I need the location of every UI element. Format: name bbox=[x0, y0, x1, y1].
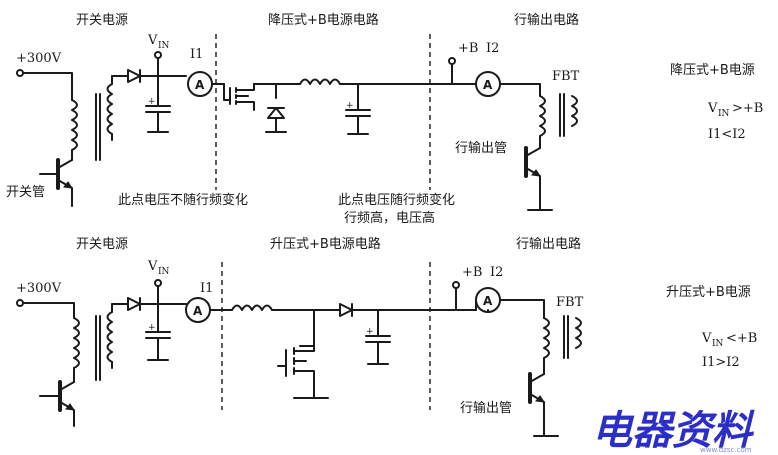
label-i1-top: I1 bbox=[190, 47, 203, 62]
primary-coil-bottom bbox=[73, 317, 80, 369]
label-vin-sub-bottom: IN bbox=[158, 267, 170, 277]
primary-coil-top bbox=[71, 99, 78, 151]
label-hout-tube-bottom: 行输出管 bbox=[460, 400, 512, 416]
buck-side-notes: 降压式+B电源 V IN >+B I1<I2 bbox=[670, 63, 763, 142]
capacitor-c2-bottom bbox=[365, 309, 391, 365]
terminal-b-top bbox=[448, 57, 456, 65]
note-voltage-higher: 行频高，电压高 bbox=[344, 210, 435, 226]
note-voltage-fixed: 此点电压不随行频变化 bbox=[118, 192, 248, 208]
label-b-top: +B bbox=[458, 41, 478, 56]
side-title-boost: 升压式+B电源 bbox=[666, 285, 751, 300]
label-buck-circuit: 降压式+B电源电路 bbox=[268, 12, 379, 28]
fbt-core-bottom bbox=[563, 315, 569, 359]
svg-text:IN: IN bbox=[712, 339, 724, 349]
svg-text:A: A bbox=[193, 304, 203, 318]
label-switch-supply-bottom: 开关电源 bbox=[76, 237, 128, 252]
buck-circuit: 开关电源 降压式+B电源电路 行输出电路 +300V V IN I1 +B I2… bbox=[6, 12, 580, 226]
label-vin-top: V bbox=[147, 33, 158, 48]
mosfet-switch-bottom bbox=[285, 345, 315, 383]
label-switch-supply-top: 开关电源 bbox=[76, 13, 128, 28]
svg-text:+: + bbox=[346, 101, 354, 111]
watermark-url: www.dzsc.com bbox=[700, 446, 752, 454]
side-relation-current-bottom: I1>I2 bbox=[702, 355, 740, 370]
capacitor-c2-top bbox=[345, 83, 371, 135]
label-b-bottom: +B bbox=[462, 265, 482, 280]
inductor-bottom bbox=[231, 304, 273, 311]
watermark: 电器资料 www.dzsc.com bbox=[592, 407, 755, 454]
secondary-coil-bottom bbox=[106, 311, 113, 363]
label-i2-top: I2 bbox=[486, 41, 499, 56]
transformer-core-bottom bbox=[95, 315, 101, 381]
freewheel-diode-top bbox=[267, 83, 285, 133]
inductor-top bbox=[299, 78, 341, 85]
terminal-vin-top bbox=[154, 51, 162, 59]
label-hout-circuit-bottom: 行输出电路 bbox=[516, 236, 581, 252]
svg-text:+: + bbox=[148, 97, 156, 107]
fbt-core-top bbox=[559, 93, 565, 137]
label-hout-circuit-top: 行输出电路 bbox=[514, 12, 579, 28]
rectifier-diode-top bbox=[127, 69, 141, 83]
label-hout-tube-top: 行输出管 bbox=[455, 140, 507, 156]
label-vin-sub-top: IN bbox=[158, 41, 170, 51]
svg-text:V: V bbox=[701, 331, 712, 346]
fbt-coil-bottom bbox=[543, 317, 550, 359]
svg-text:+: + bbox=[148, 323, 156, 333]
svg-text:V: V bbox=[707, 101, 718, 116]
note-voltage-follows: 此点电压随行频变化 bbox=[338, 192, 455, 208]
secondary-coil-top bbox=[106, 83, 113, 135]
boost-diode-bottom bbox=[339, 303, 353, 317]
svg-text:IN: IN bbox=[718, 109, 730, 119]
terminal-vin-bottom bbox=[154, 279, 162, 287]
label-vin-bottom: V bbox=[147, 259, 158, 274]
label-boost-circuit: 升压式+B电源电路 bbox=[270, 236, 381, 252]
svg-text:A: A bbox=[483, 294, 493, 308]
label-300v-top: +300V bbox=[16, 51, 62, 66]
capacitor-c1-bottom bbox=[145, 303, 171, 361]
fbt-coil-top bbox=[539, 95, 546, 137]
side-relation-current-top: I1<I2 bbox=[708, 127, 746, 142]
svg-text:+: + bbox=[366, 327, 374, 337]
side-title-buck: 降压式+B电源 bbox=[670, 63, 755, 78]
terminal-b-bottom bbox=[452, 281, 460, 289]
transformer-core-top bbox=[95, 93, 101, 161]
rectifier-diode-bottom bbox=[127, 297, 141, 311]
label-switch-tube: 开关管 bbox=[6, 185, 45, 200]
boost-circuit: 开关电源 升压式+B电源电路 行输出电路 +300V V IN I1 +B I2… bbox=[16, 236, 584, 437]
svg-text:A: A bbox=[195, 78, 205, 92]
side-relation-voltage-bottom: <+B bbox=[726, 331, 757, 346]
label-fbt-top: FBT bbox=[552, 69, 580, 84]
watermark-text: 电器资料 bbox=[592, 407, 755, 454]
boost-side-notes: 升压式+B电源 V IN <+B I1>I2 bbox=[666, 285, 757, 370]
svg-text:A: A bbox=[483, 78, 493, 92]
label-i2-bottom: I2 bbox=[490, 265, 503, 280]
capacitor-c1-top bbox=[145, 75, 171, 133]
label-300v-bottom: +300V bbox=[16, 281, 62, 296]
label-fbt-bottom: FBT bbox=[556, 295, 584, 310]
label-i1-bottom: I1 bbox=[200, 281, 213, 296]
side-relation-voltage-top: >+B bbox=[732, 101, 763, 116]
